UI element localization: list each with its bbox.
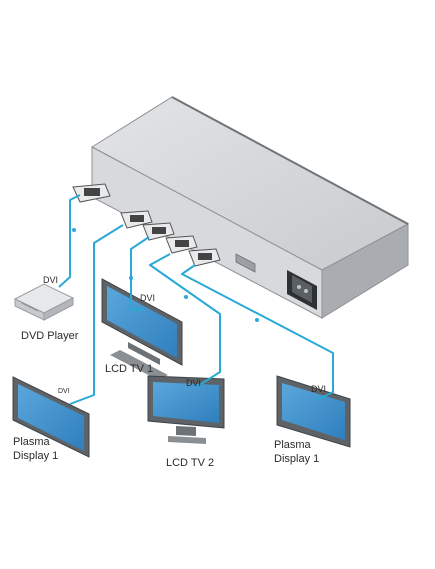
dvd-player [13,283,75,321]
cable-arrow-markers [72,228,259,322]
dvi-output-connector [120,210,153,229]
plasma-left-label-line1: Plasma [13,436,51,448]
lcd-tv-1 [101,278,183,380]
cable-output-to-plasma-right [181,264,334,401]
dvi-label-dvd: DVI [43,275,58,285]
plasma-display-right [276,375,351,448]
dvi-label-lcd-tv-2: DVI [186,378,201,388]
distribution-amplifier [91,96,410,319]
plasma-left-label-line2: Display 1 [13,450,58,462]
plasma-right-label-line1: Plasma [274,439,312,451]
dvi-output-connector [165,235,198,254]
plasma-right-label-line2: Display 1 [274,453,319,465]
dvi-output-connector [142,222,175,241]
power-inlet [287,270,317,310]
dvd-player-label: DVD Player [21,330,79,342]
cable-output-to-lcd-tv-2 [149,253,221,387]
dvi-label-lcd-tv-1: DVI [140,293,155,303]
lcd-tv-2 [147,375,225,444]
dvi-label-plasma-right: DVI [311,384,326,394]
control-port [235,253,256,273]
lcd-tv-1-label: LCD TV 1 [105,363,153,375]
plasma-display-left [12,376,90,458]
cable-output-to-plasma-left [69,224,124,405]
cable-dvd-to-input [58,194,81,288]
dvi-output-connector [188,248,221,267]
dvi-label-plasma-left: DVI [58,388,70,395]
lcd-tv-2-label: LCD TV 2 [166,457,214,469]
